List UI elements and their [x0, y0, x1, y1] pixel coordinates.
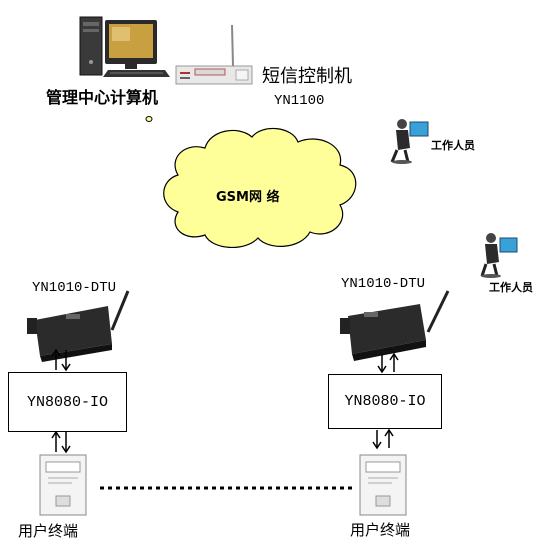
arrow-dtu-io-right: [377, 352, 399, 374]
staff-2-icon: [480, 233, 518, 278]
sms-model-label: YN1100: [274, 93, 325, 109]
gsm-cloud: [163, 128, 357, 249]
terminal-left-label: 用户终端: [18, 522, 79, 540]
arrow-io-terminal-right: [372, 428, 394, 450]
io-left-label: YN8080-IO: [26, 393, 108, 411]
dtu-right-device: [340, 290, 450, 361]
terminal-right-meter: [359, 454, 407, 516]
staff-1-icon: [390, 119, 429, 164]
connector-bubble: [145, 116, 153, 122]
io-right-label: YN8080-IO: [344, 393, 426, 410]
io-right-box: YN8080-IO: [328, 374, 442, 429]
dtu-left-label: YN1010-DTU: [32, 280, 117, 296]
arrow-dtu-io-left: [51, 348, 71, 372]
gsm-label: GSM网 络: [216, 190, 280, 205]
io-left-box: YN8080-IO: [8, 372, 127, 432]
terminal-right-label: 用户终端: [350, 521, 411, 539]
arrow-io-terminal-left: [51, 430, 71, 454]
staff-1-label: 工作人员: [431, 139, 475, 152]
computer-icon: [79, 16, 170, 77]
terminal-left-meter: [39, 454, 87, 516]
center-label: 管理中心计算机: [46, 88, 159, 107]
staff-2-label: 工作人员: [489, 281, 533, 294]
dtu-left-device: [27, 290, 130, 362]
sms-controller-label: 短信控制机: [262, 66, 352, 87]
dtu-right-label: YN1010-DTU: [341, 276, 426, 292]
sms-controller-device: [175, 24, 253, 85]
